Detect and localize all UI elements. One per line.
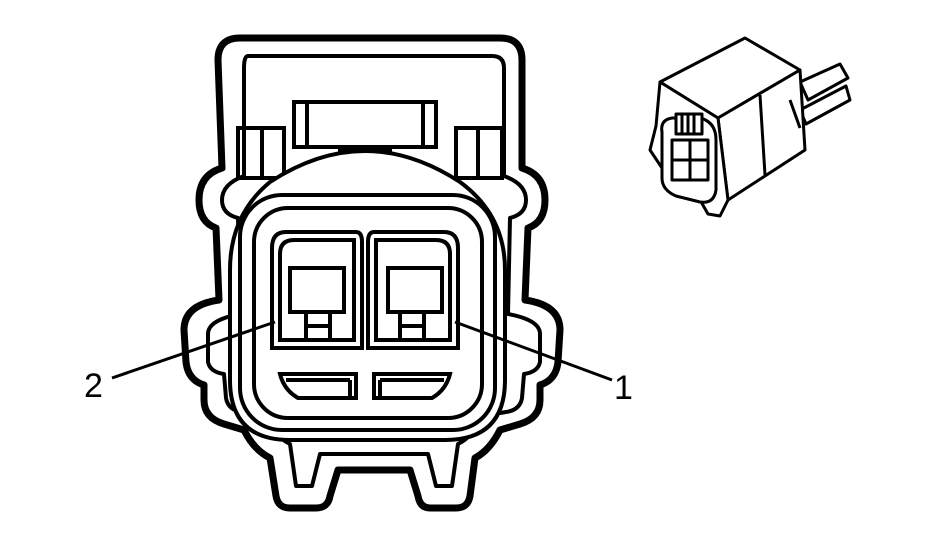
callout-pin-2: 2: [84, 367, 103, 405]
connector-isometric-view: [648, 36, 852, 218]
leader-lines: [111, 320, 613, 382]
callout-pin-1: 1: [614, 369, 633, 407]
keying-slots: [277, 372, 453, 400]
leader-line-pin-1: [454, 320, 613, 382]
leader-line-pin-2: [111, 320, 276, 380]
terminal-cavity-2: [270, 230, 364, 350]
terminal-cavity-1: [366, 230, 460, 350]
